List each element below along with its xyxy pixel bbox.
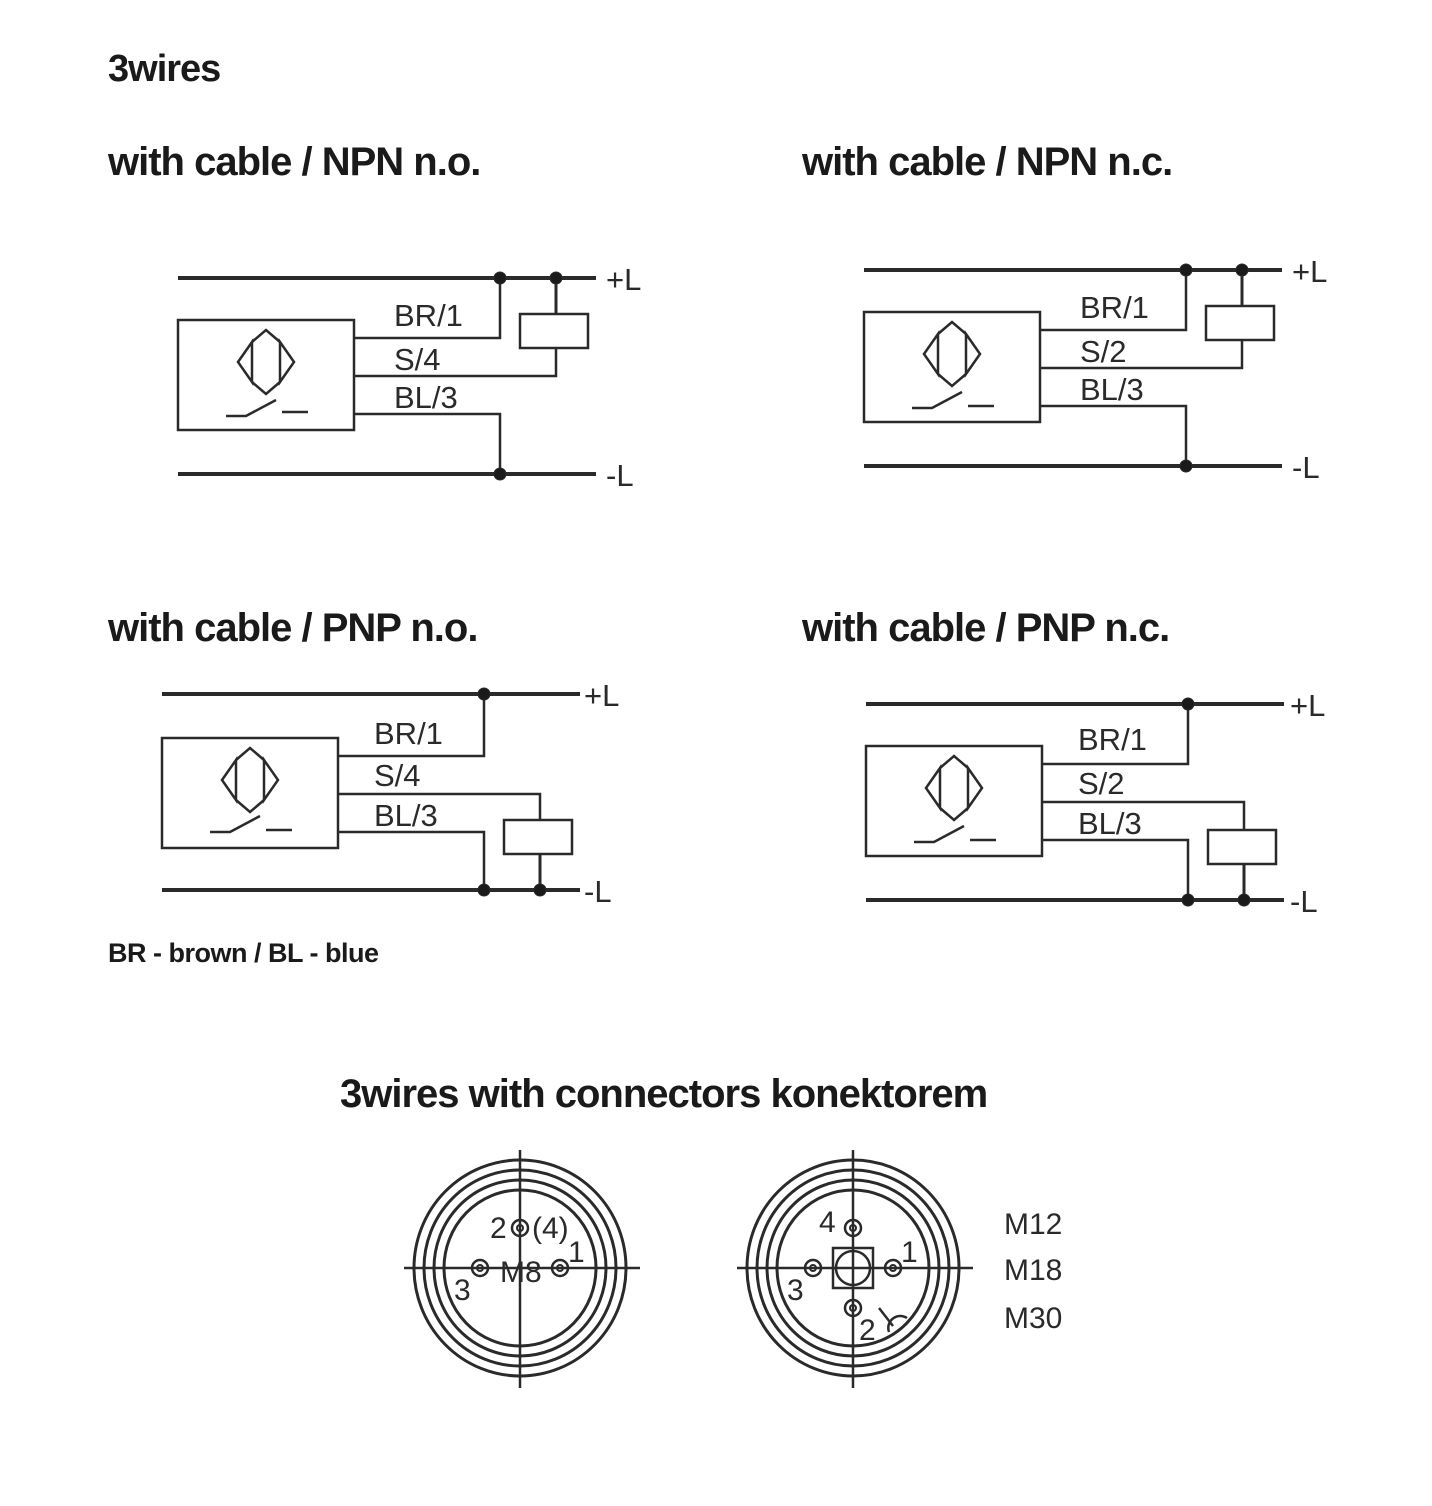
svg-text:BR/1: BR/1	[1078, 722, 1147, 757]
svg-text:+L: +L	[1290, 688, 1325, 723]
svg-text:M18: M18	[1004, 1254, 1062, 1287]
connector-m12: 4 1 3 2	[737, 1150, 973, 1388]
svg-text:S/4: S/4	[374, 758, 421, 793]
switch-icon	[226, 398, 308, 418]
svg-text:BL/3: BL/3	[1078, 806, 1142, 841]
circuit-pnp-no: BR/1 S/4 BL/3 +L -L	[160, 678, 619, 909]
svg-text:BL/3: BL/3	[394, 380, 458, 415]
svg-text:S/2: S/2	[1080, 334, 1127, 369]
svg-text:S/2: S/2	[1078, 766, 1125, 801]
svg-text:BL/3: BL/3	[1080, 372, 1144, 407]
svg-text:(4): (4)	[532, 1212, 569, 1245]
svg-text:+L: +L	[606, 262, 641, 297]
circuit-npn-no: BR/1 S/4 BL/3 +L -L	[176, 262, 641, 493]
svg-text:-L: -L	[606, 458, 634, 493]
svg-text:3: 3	[454, 1274, 471, 1307]
sensor-icon	[236, 328, 296, 396]
svg-text:2: 2	[490, 1212, 507, 1245]
diagram-title-npn-no: with cable / NPN n.o.	[108, 140, 481, 184]
svg-text:4: 4	[819, 1206, 836, 1239]
svg-text:BR/1: BR/1	[394, 298, 463, 333]
connector-size-list: M12 M18 M30	[1004, 1208, 1062, 1335]
svg-text:M8: M8	[500, 1256, 542, 1289]
svg-text:BR/1: BR/1	[374, 716, 443, 751]
diagram-title-pnp-no: with cable / PNP n.o.	[108, 606, 478, 650]
svg-text:M12: M12	[1004, 1208, 1062, 1241]
svg-text:S/4: S/4	[394, 342, 441, 377]
load-icon	[518, 312, 590, 350]
svg-text:M30: M30	[1004, 1302, 1062, 1335]
diagram-title-pnp-nc: with cable / PNP n.c.	[802, 606, 1170, 650]
svg-text:BL/3: BL/3	[374, 798, 438, 833]
svg-text:-L: -L	[1292, 450, 1320, 485]
page-title: 3wires	[108, 48, 221, 90]
svg-text:BR/1: BR/1	[1080, 290, 1149, 325]
svg-text:3: 3	[787, 1274, 804, 1307]
diagram-title-npn-nc: with cable / NPN n.c.	[802, 140, 1173, 184]
circuit-pnp-nc: BR/1 S/2 BL/3 +L -L	[864, 688, 1325, 919]
connectors-title: 3wires with connectors konektorem	[340, 1072, 988, 1116]
circuit-npn-nc: BR/1 S/2 BL/3 +L -L	[862, 254, 1327, 485]
connector-m8: 2 (4) 1 3 M8	[404, 1150, 640, 1388]
svg-text:+L: +L	[1292, 254, 1327, 289]
svg-text:+L: +L	[584, 678, 619, 713]
svg-text:-L: -L	[1290, 884, 1318, 919]
svg-text:-L: -L	[584, 874, 612, 909]
sensor-box	[176, 318, 356, 432]
svg-text:2: 2	[859, 1314, 876, 1347]
color-legend: BR - brown / BL - blue	[108, 938, 379, 968]
svg-text:1: 1	[901, 1236, 918, 1269]
svg-text:1: 1	[568, 1236, 585, 1269]
